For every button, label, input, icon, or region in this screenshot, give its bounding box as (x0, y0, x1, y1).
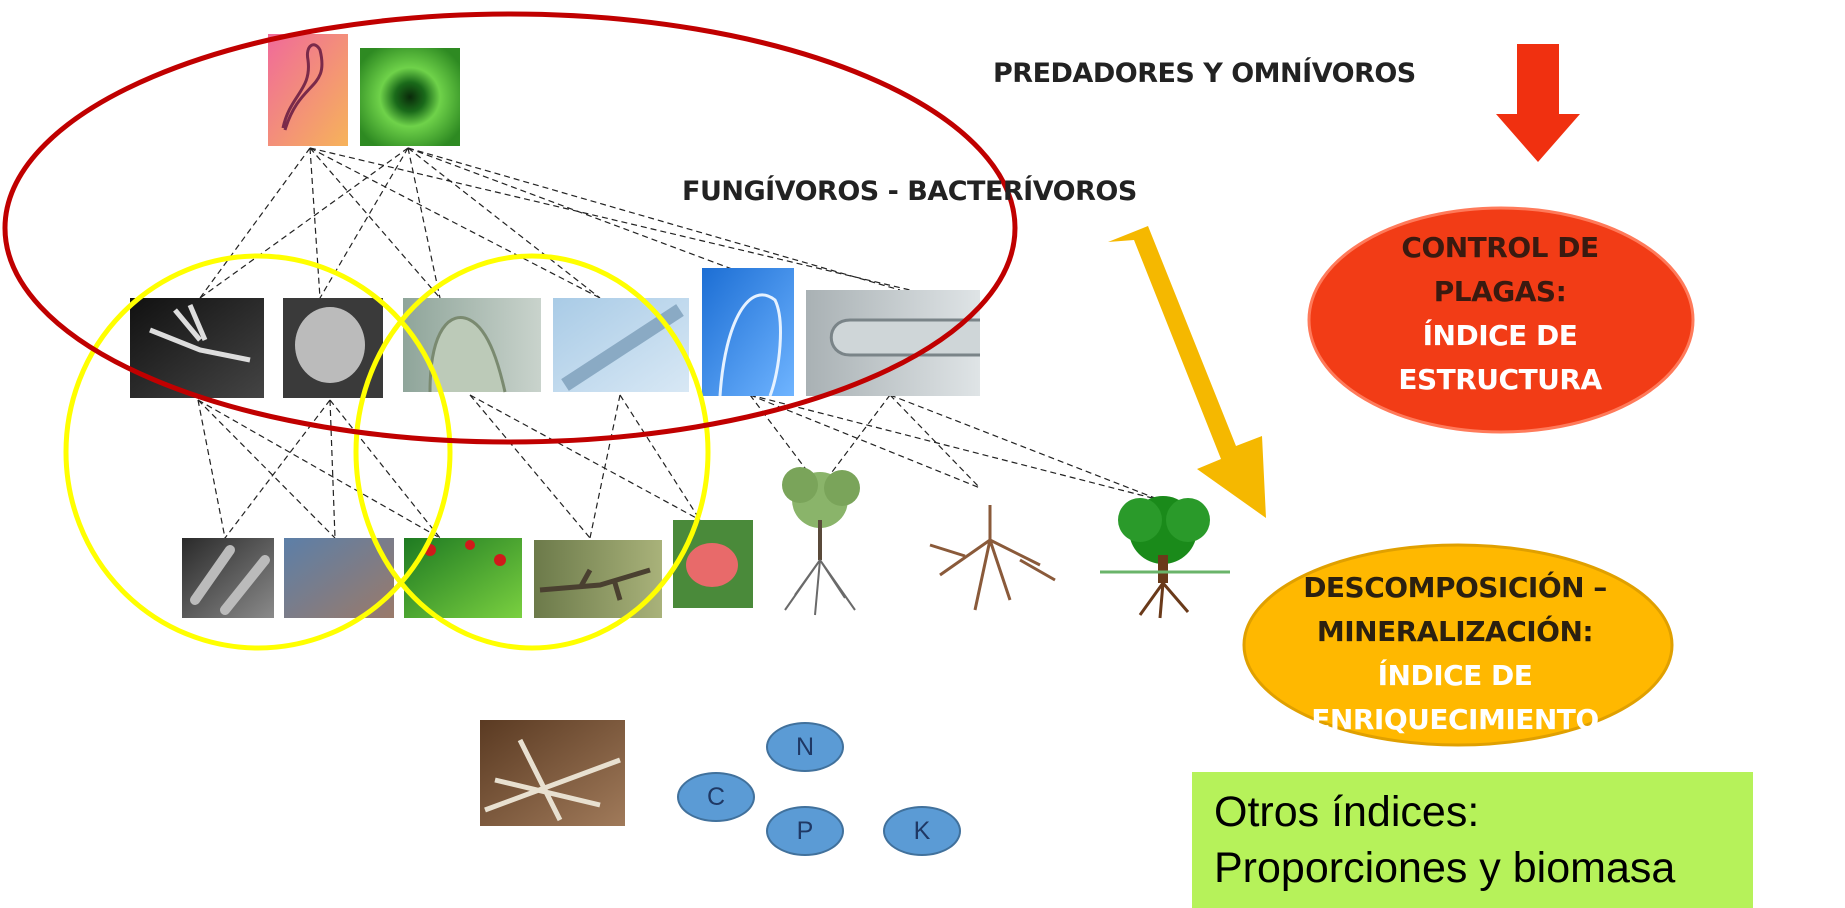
red-ellipse (2, 11, 1018, 445)
fungus-spore-shape (686, 543, 738, 587)
tree-green-drawing (1100, 496, 1230, 619)
control-line-4: ESTRUCTURA (1398, 363, 1602, 396)
control-line-1: CONTROL DE (1401, 231, 1599, 264)
yellow-circle-left (63, 253, 453, 651)
soil-roots-shape (484, 738, 621, 822)
sem-nematode-head-2-shape (295, 307, 365, 383)
nematode-micro-grey-shape (829, 318, 980, 357)
descomp-line-4: ENRIQUECIMIENTO (1311, 703, 1599, 736)
nematode-micro-blue-shape (718, 293, 782, 397)
nutrient-c: C (677, 772, 755, 822)
nematode-micro-blue (702, 268, 794, 396)
sem-nematode-head-1-shape (149, 304, 251, 363)
fungivoros-label: FUNGÍVOROS - BACTERÍVOROS (682, 176, 1137, 207)
bacteria-rods-shapes (190, 545, 270, 615)
otros-line-1: Otros índices: (1214, 788, 1480, 836)
descomp-line-1: DESCOMPOSICIÓN – (1303, 571, 1607, 604)
nematode-micro-1-shape (428, 316, 507, 393)
control-plagas-text: CONTROL DE PLAGAS: ÍNDICE DE ESTRUCTURA (1350, 226, 1650, 402)
root-system-drawing (929, 505, 1056, 611)
yellow-circle-right (353, 253, 711, 651)
descomposicion-text: DESCOMPOSICIÓN – MINERALIZACIÓN: ÍNDICE … (1240, 566, 1670, 742)
otros-indices-box: Otros índices: Proporciones y biomasa (1192, 772, 1753, 908)
descomp-line-3: ÍNDICE DE (1377, 659, 1533, 692)
control-line-3: ÍNDICE DE (1422, 319, 1578, 352)
otros-line-2: Proporciones y biomasa (1214, 844, 1676, 892)
tree-roots-drawing (782, 467, 860, 616)
control-line-2: PLAGAS: (1433, 275, 1567, 308)
orange-diagonal-arrow (1108, 226, 1266, 518)
fungal-hyphae-shape (539, 567, 651, 601)
nematode-micro-2-shape (561, 304, 684, 391)
pink-nematode-shape (281, 43, 324, 131)
nutrient-k: K (883, 806, 961, 856)
control-plagas-oval (1307, 206, 1695, 434)
predadores-label: PREDADORES Y OMNÍVOROS (993, 58, 1416, 89)
green-nematode-mouth-photo (360, 48, 460, 146)
descomposicion-oval (1242, 543, 1674, 747)
nutrient-p: P (766, 806, 844, 856)
red-down-arrow (1496, 44, 1580, 162)
descomp-line-2: MINERALIZACIÓN: (1316, 615, 1594, 648)
nutrient-n: N (766, 722, 844, 772)
